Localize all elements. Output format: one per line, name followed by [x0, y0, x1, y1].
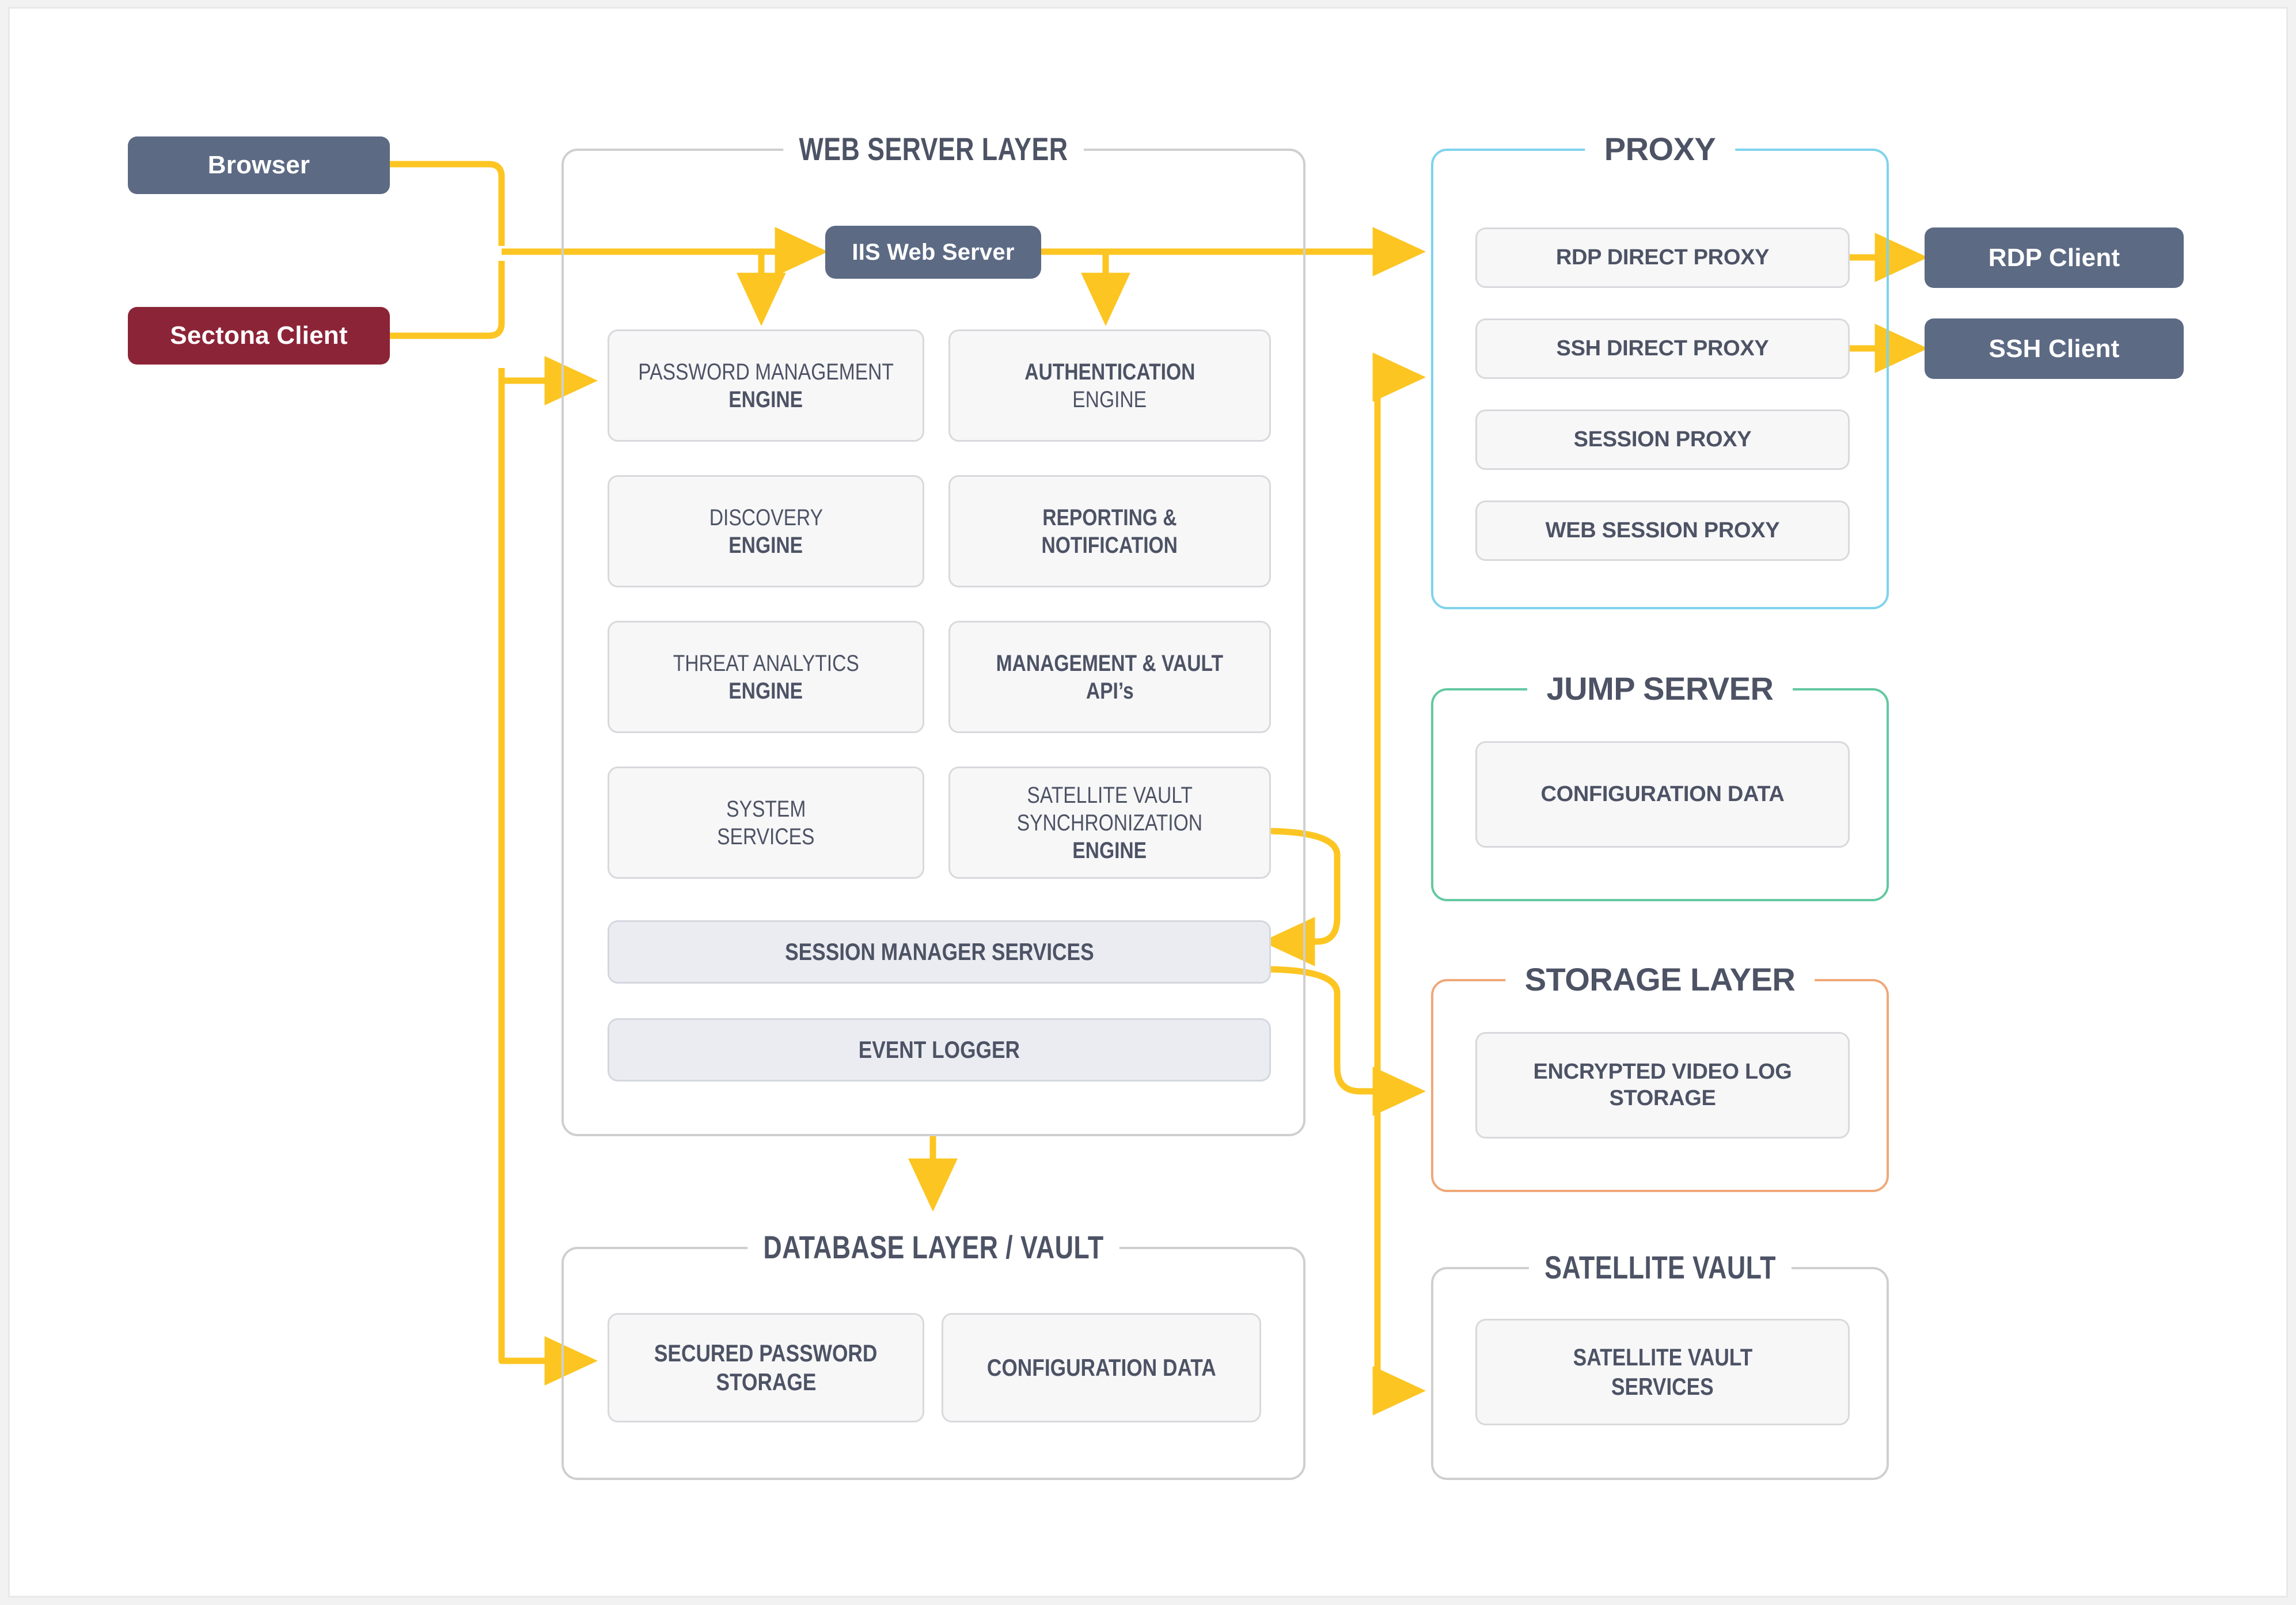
engine-line-2: ENGINE [728, 386, 803, 412]
engine-line-2: SERVICES [717, 824, 815, 849]
database-card-label: CONFIGURATION DATA [986, 1353, 1216, 1381]
bar-label: EVENT LOGGER [858, 1035, 1020, 1063]
engine-line-2: NOTIFICATION [1041, 532, 1178, 558]
engine-line-2: ENGINE [1072, 386, 1147, 412]
engine-card-password-management[interactable]: PASSWORD MANAGEMENT ENGINE [608, 329, 924, 442]
engine-line-2: SYNCHRONIZATION [1016, 810, 1203, 836]
sectona-client-label: Sectona Client [170, 321, 348, 350]
database-card-line-1: SECURED PASSWORD [654, 1339, 878, 1367]
proxy-item-session-proxy[interactable]: SESSION PROXY [1475, 409, 1850, 470]
engine-card-system-services[interactable]: SYSTEM SERVICES [608, 767, 924, 879]
proxy-item-label: WEB SESSION PROXY [1545, 518, 1780, 542]
jump-server-item-label: CONFIGURATION DATA [1540, 781, 1785, 806]
browser-label: Browser [207, 151, 310, 179]
engine-line-1: AUTHENTICATION [1024, 359, 1196, 385]
engine-line-1: PASSWORD MANAGEMENT [638, 359, 894, 385]
wire-sectona-to-trunk [381, 261, 505, 339]
engine-card-reporting-notification[interactable]: REPORTING & NOTIFICATION [948, 475, 1271, 587]
ssh-client-chip[interactable]: SSH Client [1925, 318, 2184, 379]
engine-line-2: ENGINE [728, 678, 803, 704]
bar-session-manager-services[interactable]: SESSION MANAGER SERVICES [608, 920, 1271, 984]
engine-line-1: THREAT ANALYTICS [673, 650, 859, 676]
rdp-client-chip[interactable]: RDP Client [1925, 227, 2184, 288]
storage-layer-item-encrypted-video-log-storage[interactable]: ENCRYPTED VIDEO LOG STORAGE [1475, 1032, 1850, 1139]
satellite-vault-title: SATELLITE VAULT [1528, 1246, 1792, 1289]
jump-server-item-configuration-data[interactable]: CONFIGURATION DATA [1475, 741, 1850, 848]
storage-item-line-2: STORAGE [1609, 1086, 1716, 1110]
engine-card-threat-analytics[interactable]: THREAT ANALYTICS ENGINE [608, 621, 924, 733]
proxy-panel: PROXY [1431, 128, 1889, 609]
storage-item-line-1: ENCRYPTED VIDEO LOG [1533, 1059, 1792, 1084]
bar-event-logger[interactable]: EVENT LOGGER [608, 1018, 1271, 1082]
engine-line-3: ENGINE [1072, 837, 1147, 863]
engine-card-authentication[interactable]: AUTHENTICATION ENGINE [948, 329, 1271, 442]
proxy-item-ssh-direct-proxy[interactable]: SSH DIRECT PROXY [1475, 318, 1850, 379]
browser-chip[interactable]: Browser [128, 136, 390, 194]
wire-proxy-trunk-vertical [1372, 389, 1426, 1416]
engine-line-2: API’s [1086, 678, 1134, 704]
wire-browser-to-trunk [381, 161, 505, 246]
iis-web-server-label: IIS Web Server [852, 239, 1015, 265]
database-card-line-2: STORAGE [716, 1368, 816, 1395]
engine-card-discovery[interactable]: DISCOVERY ENGINE [608, 475, 924, 587]
satellite-vault-item-services[interactable]: SATELLITE VAULT SERVICES [1475, 1319, 1850, 1425]
engine-card-management-vault-apis[interactable]: MANAGEMENT & VAULT API’s [948, 621, 1271, 733]
jump-server-panel: JUMP SERVER [1431, 667, 1889, 901]
proxy-title: PROXY [1584, 128, 1736, 170]
engine-line-2: ENGINE [728, 532, 803, 558]
satellite-vault-panel: SATELLITE VAULT [1431, 1246, 1889, 1480]
database-layer-panel: DATABASE LAYER / VAULT [561, 1226, 1306, 1480]
engine-card-satellite-vault-sync[interactable]: SATELLITE VAULT SYNCHRONIZATION ENGINE [948, 767, 1271, 879]
rdp-client-label: RDP Client [1988, 243, 2120, 272]
proxy-item-label: RDP DIRECT PROXY [1555, 245, 1770, 270]
database-card-secured-password-storage[interactable]: SECURED PASSWORD STORAGE [608, 1313, 924, 1422]
web-server-layer-panel: WEB SERVER LAYER [561, 128, 1306, 1136]
engine-line-1: DISCOVERY [709, 504, 823, 530]
proxy-item-label: SSH DIRECT PROXY [1556, 336, 1769, 361]
sectona-client-chip[interactable]: Sectona Client [128, 307, 390, 365]
diagram-canvas: Browser Sectona Client WEB SERVER LAYER … [8, 7, 2288, 1598]
database-card-configuration-data[interactable]: CONFIGURATION DATA [942, 1313, 1261, 1422]
storage-layer-title: STORAGE LAYER [1505, 958, 1815, 1001]
proxy-item-web-session-proxy[interactable]: WEB SESSION PROXY [1475, 500, 1850, 561]
engine-line-1: REPORTING & [1042, 504, 1177, 530]
engine-line-1: MANAGEMENT & VAULT [996, 650, 1224, 676]
storage-layer-panel: STORAGE LAYER [1431, 958, 1889, 1192]
proxy-item-rdp-direct-proxy[interactable]: RDP DIRECT PROXY [1475, 227, 1850, 288]
ssh-client-label: SSH Client [1988, 334, 2120, 363]
bar-label: SESSION MANAGER SERVICES [784, 938, 1094, 965]
web-server-layer-title: WEB SERVER LAYER [783, 128, 1084, 170]
engine-line-1: SYSTEM [726, 796, 806, 822]
iis-web-server-chip[interactable]: IIS Web Server [825, 226, 1041, 279]
database-layer-title: DATABASE LAYER / VAULT [747, 1226, 1119, 1269]
wire-proxy-trunk-top [1372, 352, 1426, 402]
jump-server-title: JUMP SERVER [1527, 667, 1793, 710]
proxy-item-label: SESSION PROXY [1573, 427, 1752, 451]
engine-line-1: SATELLITE VAULT [1027, 782, 1193, 808]
satellite-vault-item-line-1: SATELLITE VAULT [1573, 1344, 1752, 1371]
satellite-vault-item-line-2: SERVICES [1611, 1372, 1714, 1400]
